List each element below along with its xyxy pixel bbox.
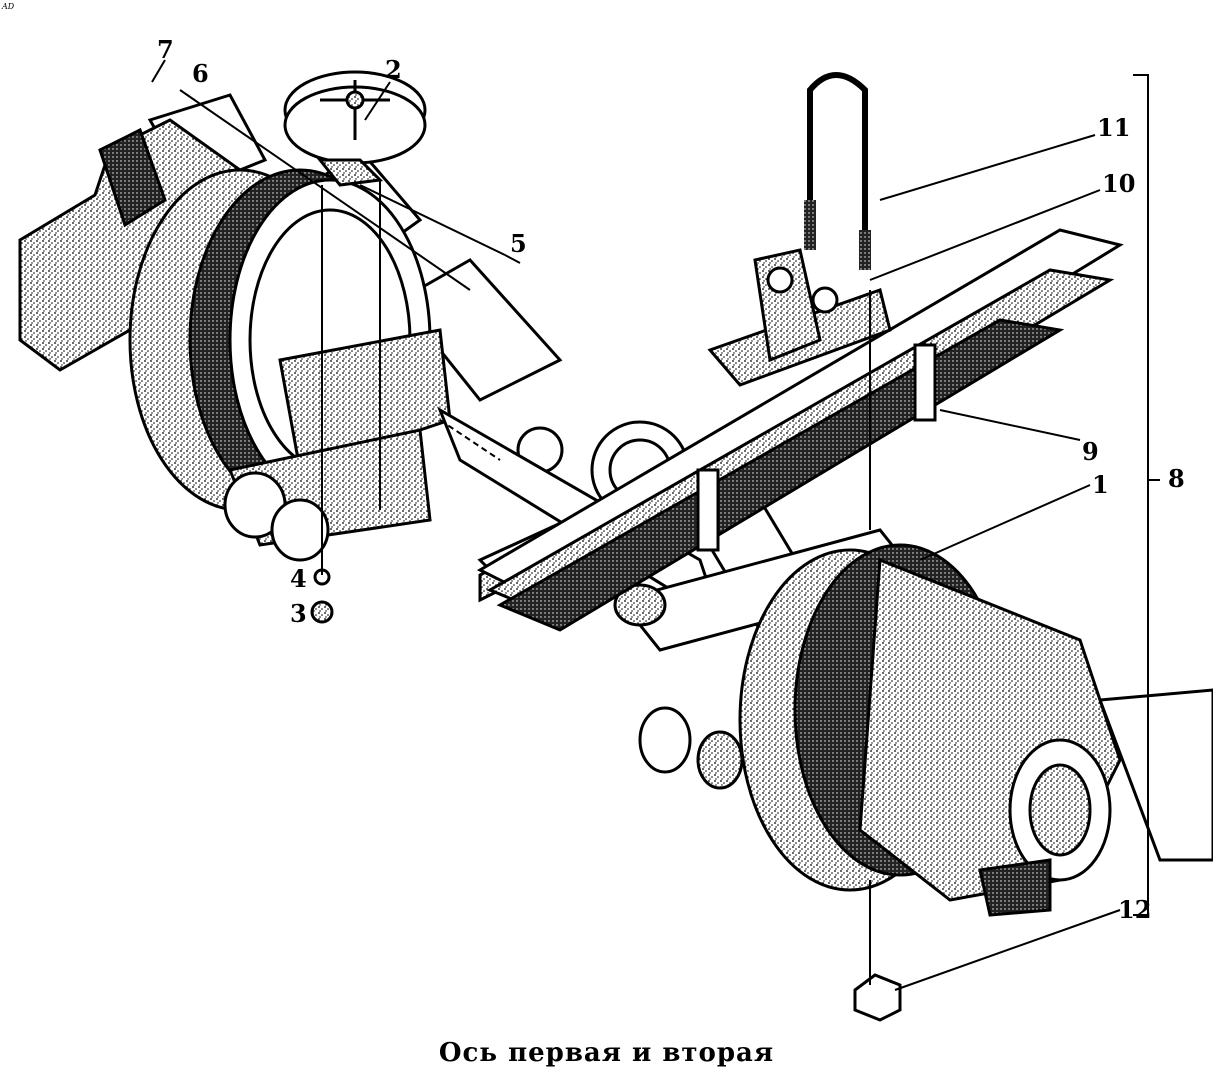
corner-mark: AD (2, 2, 15, 11)
diagram-caption: Ось первая и вторая (438, 1038, 775, 1068)
callout-9: 9 (1082, 437, 1099, 466)
callout-12: 12 (1118, 895, 1152, 924)
leaf-spring (476, 228, 1124, 632)
callout-8: 8 (1168, 464, 1185, 493)
callout-1: 1 (1092, 470, 1109, 499)
callout-10: 10 (1102, 169, 1136, 198)
callout-6: 6 (192, 59, 209, 88)
callout-3: 3 (290, 599, 307, 628)
callout-4: 4 (290, 564, 307, 593)
callout-7: 7 (157, 35, 174, 64)
spring-bracket (707, 72, 892, 387)
brake-chamber (283, 70, 427, 187)
callout-5: 5 (510, 229, 527, 258)
leader-lines (151, 59, 1160, 991)
right-hub-assembly (638, 543, 1122, 1022)
callout-11: 11 (1097, 113, 1131, 142)
left-hub-assembly (18, 118, 452, 624)
callout-2: 2 (385, 55, 402, 84)
